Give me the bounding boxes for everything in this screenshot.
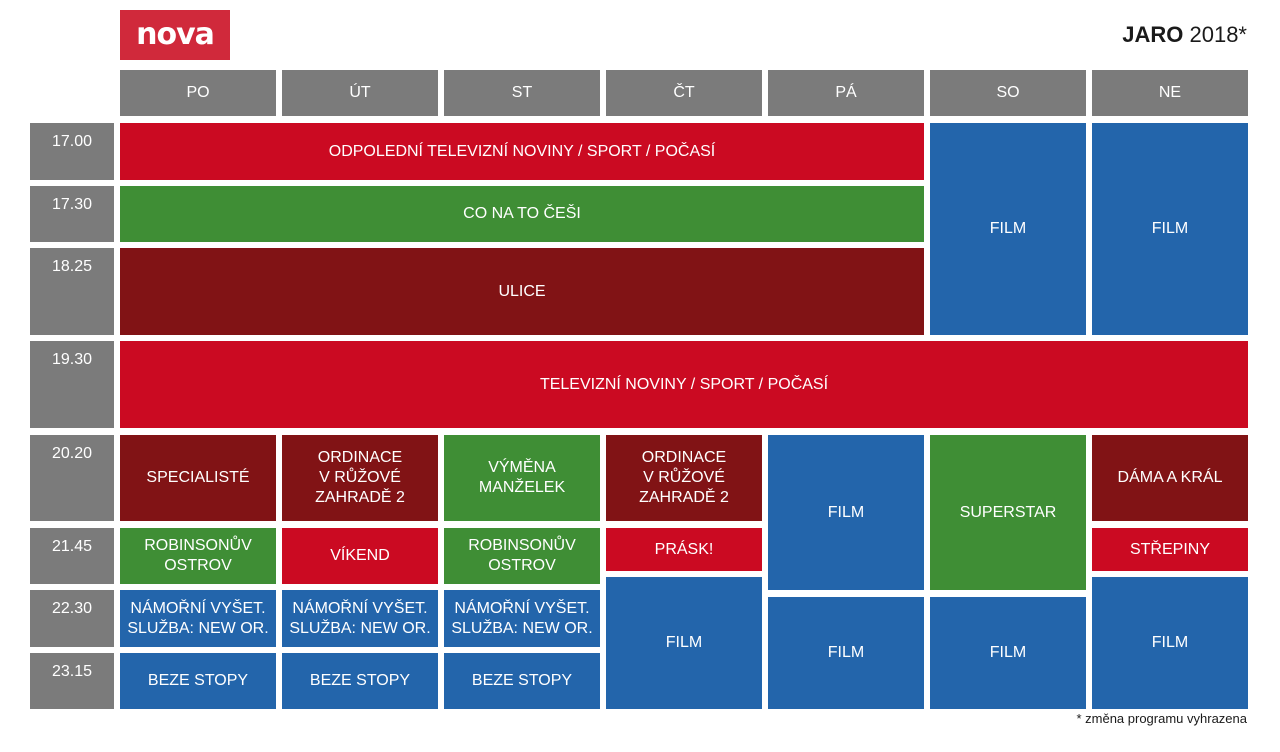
program-ulice: ULICE bbox=[120, 248, 924, 335]
time-slot-2145: 21.45 bbox=[30, 528, 114, 584]
day-header-po: PO bbox=[120, 70, 276, 116]
time-slot-2230: 22.30 bbox=[30, 590, 114, 647]
program-ct-prask: PRÁSK! bbox=[606, 528, 762, 571]
time-slot-1825: 18.25 bbox=[30, 248, 114, 335]
day-header-so: SO bbox=[930, 70, 1086, 116]
day-header-pa: PÁ bbox=[768, 70, 924, 116]
program-ne-strepiny: STŘEPINY bbox=[1092, 528, 1248, 571]
nova-logo: nova bbox=[120, 10, 230, 60]
program-po-beze-stopy: BEZE STOPY bbox=[120, 653, 276, 709]
time-slot-1930: 19.30 bbox=[30, 341, 114, 428]
program-so-superstar: SUPERSTAR bbox=[930, 435, 1086, 590]
program-po-robinsonuv-ostrov: ROBINSONŮV OSTROV bbox=[120, 528, 276, 584]
program-st-beze-stopy: BEZE STOPY bbox=[444, 653, 600, 709]
day-header-ut: ÚT bbox=[282, 70, 438, 116]
program-st-robinsonuv-ostrov: ROBINSONŮV OSTROV bbox=[444, 528, 600, 584]
program-co-na-to-cesi: CO NA TO ČEŠI bbox=[120, 186, 924, 242]
time-slot-2315: 23.15 bbox=[30, 653, 114, 709]
program-ut-namorni-vysetrovaci-sluzba: NÁMOŘNÍ VYŠET. SLUŽBA: NEW OR. bbox=[282, 590, 438, 647]
program-ct-film-late: FILM bbox=[606, 577, 762, 709]
season-title: JARO 2018* bbox=[1122, 20, 1247, 50]
program-so-film-afternoon: FILM bbox=[930, 123, 1086, 335]
program-ne-film-afternoon: FILM bbox=[1092, 123, 1248, 335]
time-slot-2020: 20.20 bbox=[30, 435, 114, 521]
program-po-namorni-vysetrovaci-sluzba: NÁMOŘNÍ VYŠET. SLUŽBA: NEW OR. bbox=[120, 590, 276, 647]
program-st-namorni-vysetrovaci-sluzba: NÁMOŘNÍ VYŠET. SLUŽBA: NEW OR. bbox=[444, 590, 600, 647]
program-pa-film: FILM bbox=[768, 435, 924, 590]
program-odpoledni-noviny: ODPOLEDNÍ TELEVIZNÍ NOVINY / SPORT / POČ… bbox=[120, 123, 924, 180]
season-year: 2018* bbox=[1183, 22, 1247, 47]
program-ne-film-late: FILM bbox=[1092, 577, 1248, 709]
time-slot-1730: 17.30 bbox=[30, 186, 114, 242]
program-ut-ordinace: ORDINACE V RŮŽOVÉ ZAHRADĚ 2 bbox=[282, 435, 438, 521]
footnote: * změna programu vyhrazena bbox=[1076, 711, 1247, 726]
logo-text: nova bbox=[136, 17, 215, 52]
program-po-specialiste: SPECIALISTÉ bbox=[120, 435, 276, 521]
time-slot-1700: 17.00 bbox=[30, 123, 114, 180]
season-name: JARO bbox=[1122, 22, 1184, 47]
program-pa-film-late: FILM bbox=[768, 597, 924, 709]
program-so-film-late: FILM bbox=[930, 597, 1086, 709]
program-televizni-noviny: TELEVIZNÍ NOVINY / SPORT / POČASÍ bbox=[120, 341, 1248, 428]
program-ne-dama-a-kral: DÁMA A KRÁL bbox=[1092, 435, 1248, 521]
day-header-ct: ČT bbox=[606, 70, 762, 116]
program-ut-beze-stopy: BEZE STOPY bbox=[282, 653, 438, 709]
day-header-ne: NE bbox=[1092, 70, 1248, 116]
program-st-vymena-manzelek: VÝMĚNA MANŽELEK bbox=[444, 435, 600, 521]
program-ct-ordinace: ORDINACE V RŮŽOVÉ ZAHRADĚ 2 bbox=[606, 435, 762, 521]
day-header-st: ST bbox=[444, 70, 600, 116]
program-ut-vikend: VÍKEND bbox=[282, 528, 438, 584]
